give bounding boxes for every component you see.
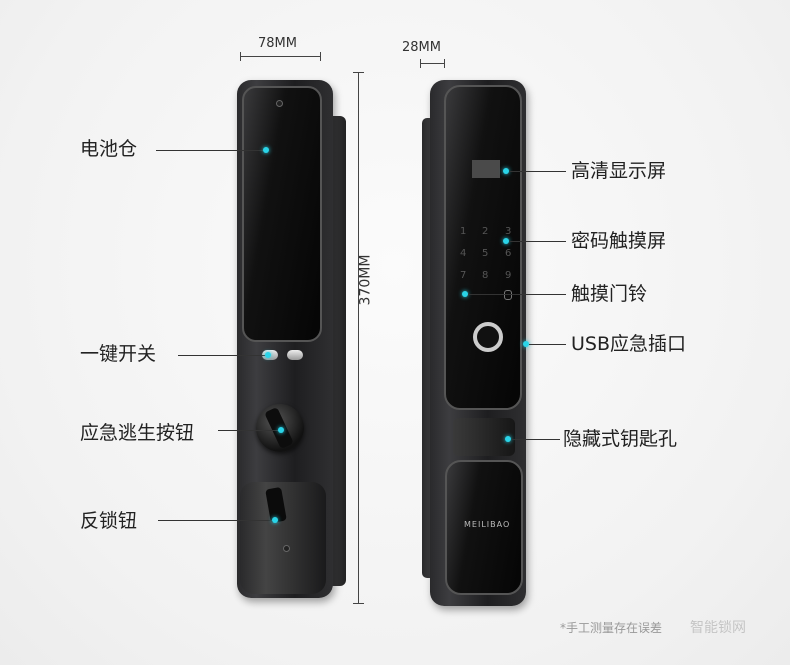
handle-module	[445, 460, 523, 595]
dim-tick	[353, 603, 364, 604]
footnote: *手工测量存在误差	[560, 621, 663, 635]
callout-dot	[523, 341, 529, 347]
label-emergency-escape-button: 应急逃生按钮	[80, 422, 195, 444]
height-dimension-line	[358, 72, 359, 603]
label-usb-emergency-port: USB应急插口	[571, 333, 687, 355]
key[interactable]: 9	[505, 270, 512, 281]
hidden-keyhole-cover	[453, 418, 515, 456]
screw	[283, 545, 290, 552]
callout-dot	[265, 352, 271, 358]
key[interactable]: 1	[460, 226, 467, 237]
callout-dot	[278, 427, 284, 433]
callout-line	[156, 150, 264, 151]
callout-line	[178, 355, 266, 356]
callout-dot	[263, 147, 269, 153]
label-password-touchscreen: 密码触摸屏	[571, 230, 667, 252]
height-dimension: 370MM	[357, 254, 374, 306]
callout-line	[510, 241, 566, 242]
dim-tick	[320, 52, 321, 61]
callout-dot	[503, 238, 509, 244]
lock-icon[interactable]	[504, 290, 512, 300]
callout-line	[529, 344, 566, 345]
depth-dimension: 28MM	[402, 40, 441, 55]
callout-line	[158, 520, 274, 521]
callout-dot	[503, 168, 509, 174]
depth-dimension-line	[420, 63, 444, 64]
key[interactable]: 2	[482, 226, 489, 237]
key[interactable]: 5	[482, 248, 489, 259]
width-dimension-line	[240, 56, 320, 57]
dim-tick	[353, 72, 364, 73]
callout-dot	[462, 291, 468, 297]
width-dimension: 78MM	[258, 36, 297, 51]
screw	[276, 100, 283, 107]
callout-line	[510, 171, 566, 172]
callout-dot	[505, 436, 511, 442]
switch-button[interactable]	[287, 350, 303, 360]
key[interactable]: 6	[505, 248, 512, 259]
brand-logo: MEILIBAO	[464, 520, 511, 529]
callout-line	[218, 430, 280, 431]
hd-display-screen	[472, 160, 500, 178]
dim-tick	[420, 59, 421, 68]
fingerprint-sensor[interactable]	[473, 322, 503, 352]
callout-line	[512, 439, 560, 440]
label-anti-lock-knob: 反锁钮	[80, 510, 138, 532]
label-touch-doorbell: 触摸门铃	[571, 283, 648, 305]
label-battery-compartment: 电池仓	[80, 138, 138, 160]
battery-cover	[242, 86, 322, 342]
key[interactable]: 4	[460, 248, 467, 259]
callout-line	[468, 294, 566, 295]
watermark: 智能锁网	[690, 620, 746, 636]
dim-tick	[444, 59, 445, 68]
label-hidden-keyhole: 隐藏式钥匙孔	[563, 428, 678, 450]
label-one-key-switch: 一键开关	[80, 343, 157, 365]
key[interactable]: 8	[482, 270, 489, 281]
key[interactable]: 7	[460, 270, 467, 281]
key[interactable]: 3	[505, 226, 512, 237]
callout-dot	[272, 517, 278, 523]
dim-tick	[240, 52, 241, 61]
label-hd-display: 高清显示屏	[571, 160, 667, 182]
display-panel	[444, 85, 522, 410]
